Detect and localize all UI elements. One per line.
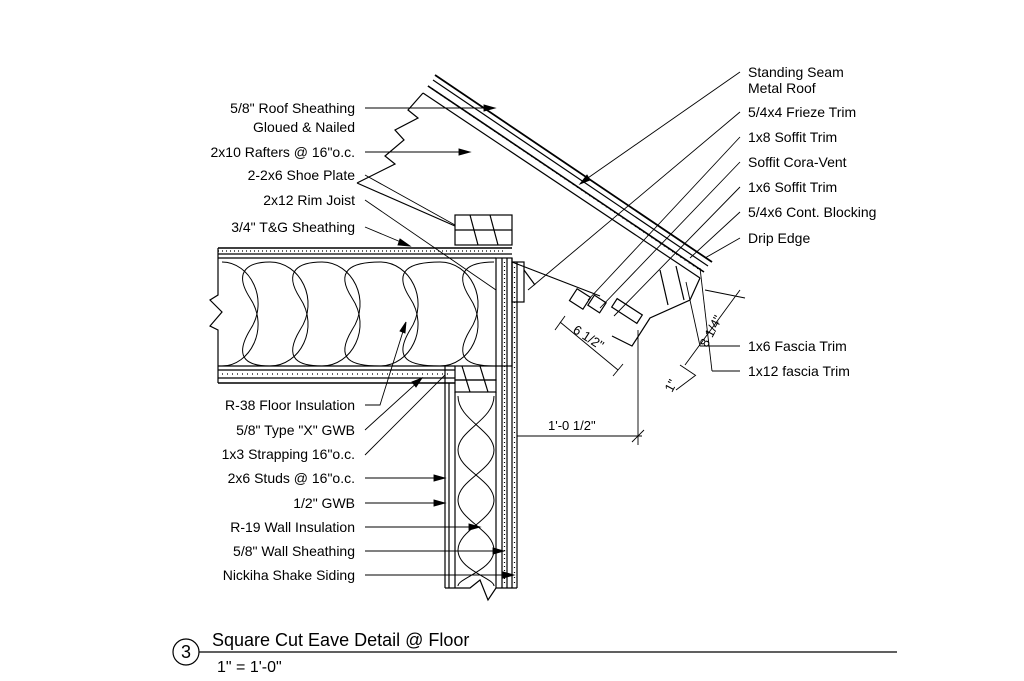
callout-wall-sheathing: 5/8" Wall Sheathing <box>233 543 355 559</box>
callout-half-gwb: 1/2" GWB <box>293 495 355 511</box>
callout-shoe-plate: 2-2x6 Shoe Plate <box>248 167 356 183</box>
left-leaders <box>364 104 516 579</box>
callout-frieze-trim: 5/4x4 Frieze Trim <box>748 104 856 120</box>
callout-rafters: 2x10 Rafters @ 16"o.c. <box>211 144 355 160</box>
floor-insulation <box>221 261 495 367</box>
wall-insulation <box>457 395 495 587</box>
dim-one-inch: 1" <box>661 377 680 395</box>
detail-scale: 1" = 1'-0" <box>217 659 282 676</box>
dimension-lines <box>517 289 746 445</box>
callout-wall-insulation: R-19 Wall Insulation <box>230 519 355 535</box>
callout-roof-sheathing: 5/8" Roof Sheathing <box>230 100 355 116</box>
shoe-plate <box>454 214 513 246</box>
dim-one-foot: 1'-0 1/2" <box>548 418 596 433</box>
right-callouts: Standing Seam Metal Roof 5/4x4 Frieze Tr… <box>748 64 876 379</box>
detail-number: 3 <box>181 642 191 662</box>
wall-assembly <box>444 258 518 602</box>
callout-standing-seam: Standing Seam <box>748 64 844 80</box>
callout-gloued-nailed: Gloued & Nailed <box>253 119 355 135</box>
callout-drip-edge: Drip Edge <box>748 230 810 246</box>
roof-assembly <box>356 74 713 347</box>
callout-rim-joist: 2x12 Rim Joist <box>263 192 355 208</box>
callout-type-x-gwb: 5/8" Type "X" GWB <box>236 422 355 438</box>
callout-studs: 2x6 Studs @ 16"o.c. <box>228 470 355 486</box>
callout-1x6-soffit: 1x6 Soffit Trim <box>748 179 837 195</box>
dim-eight-quarter: 8 1/4" <box>696 312 725 349</box>
right-leaders <box>527 71 741 372</box>
dimension-text: 6 1/2" 8 1/4" 1'-0 1/2" 1" <box>548 312 726 433</box>
callout-metal-roof: Metal Roof <box>748 80 816 96</box>
callout-shake-siding: Nickiha Shake Siding <box>223 567 355 583</box>
callout-floor-insulation: R-38 Floor Insulation <box>225 397 355 413</box>
callout-1x6-fascia: 1x6 Fascia Trim <box>748 338 847 354</box>
callout-1x8-soffit: 1x8 Soffit Trim <box>748 129 837 145</box>
floor-assembly <box>209 247 513 384</box>
callout-cora-vent: Soffit Cora-Vent <box>748 154 847 170</box>
detail-title: Square Cut Eave Detail @ Floor <box>212 630 469 650</box>
callout-1x12-fascia: 1x12 fascia Trim <box>748 363 850 379</box>
callout-strapping: 1x3 Strapping 16"o.c. <box>222 446 355 462</box>
title-block: 3 Square Cut Eave Detail @ Floor 1" = 1'… <box>172 630 897 676</box>
left-callouts: 5/8" Roof Sheathing Gloued & Nailed 2x10… <box>211 100 356 583</box>
callout-cont-blocking: 5/4x6 Cont. Blocking <box>748 204 876 220</box>
soffit-trim-blocks <box>511 261 644 325</box>
callout-tg-sheathing: 3/4" T&G Sheathing <box>231 219 355 235</box>
dim-six-half: 6 1/2" <box>570 322 607 353</box>
